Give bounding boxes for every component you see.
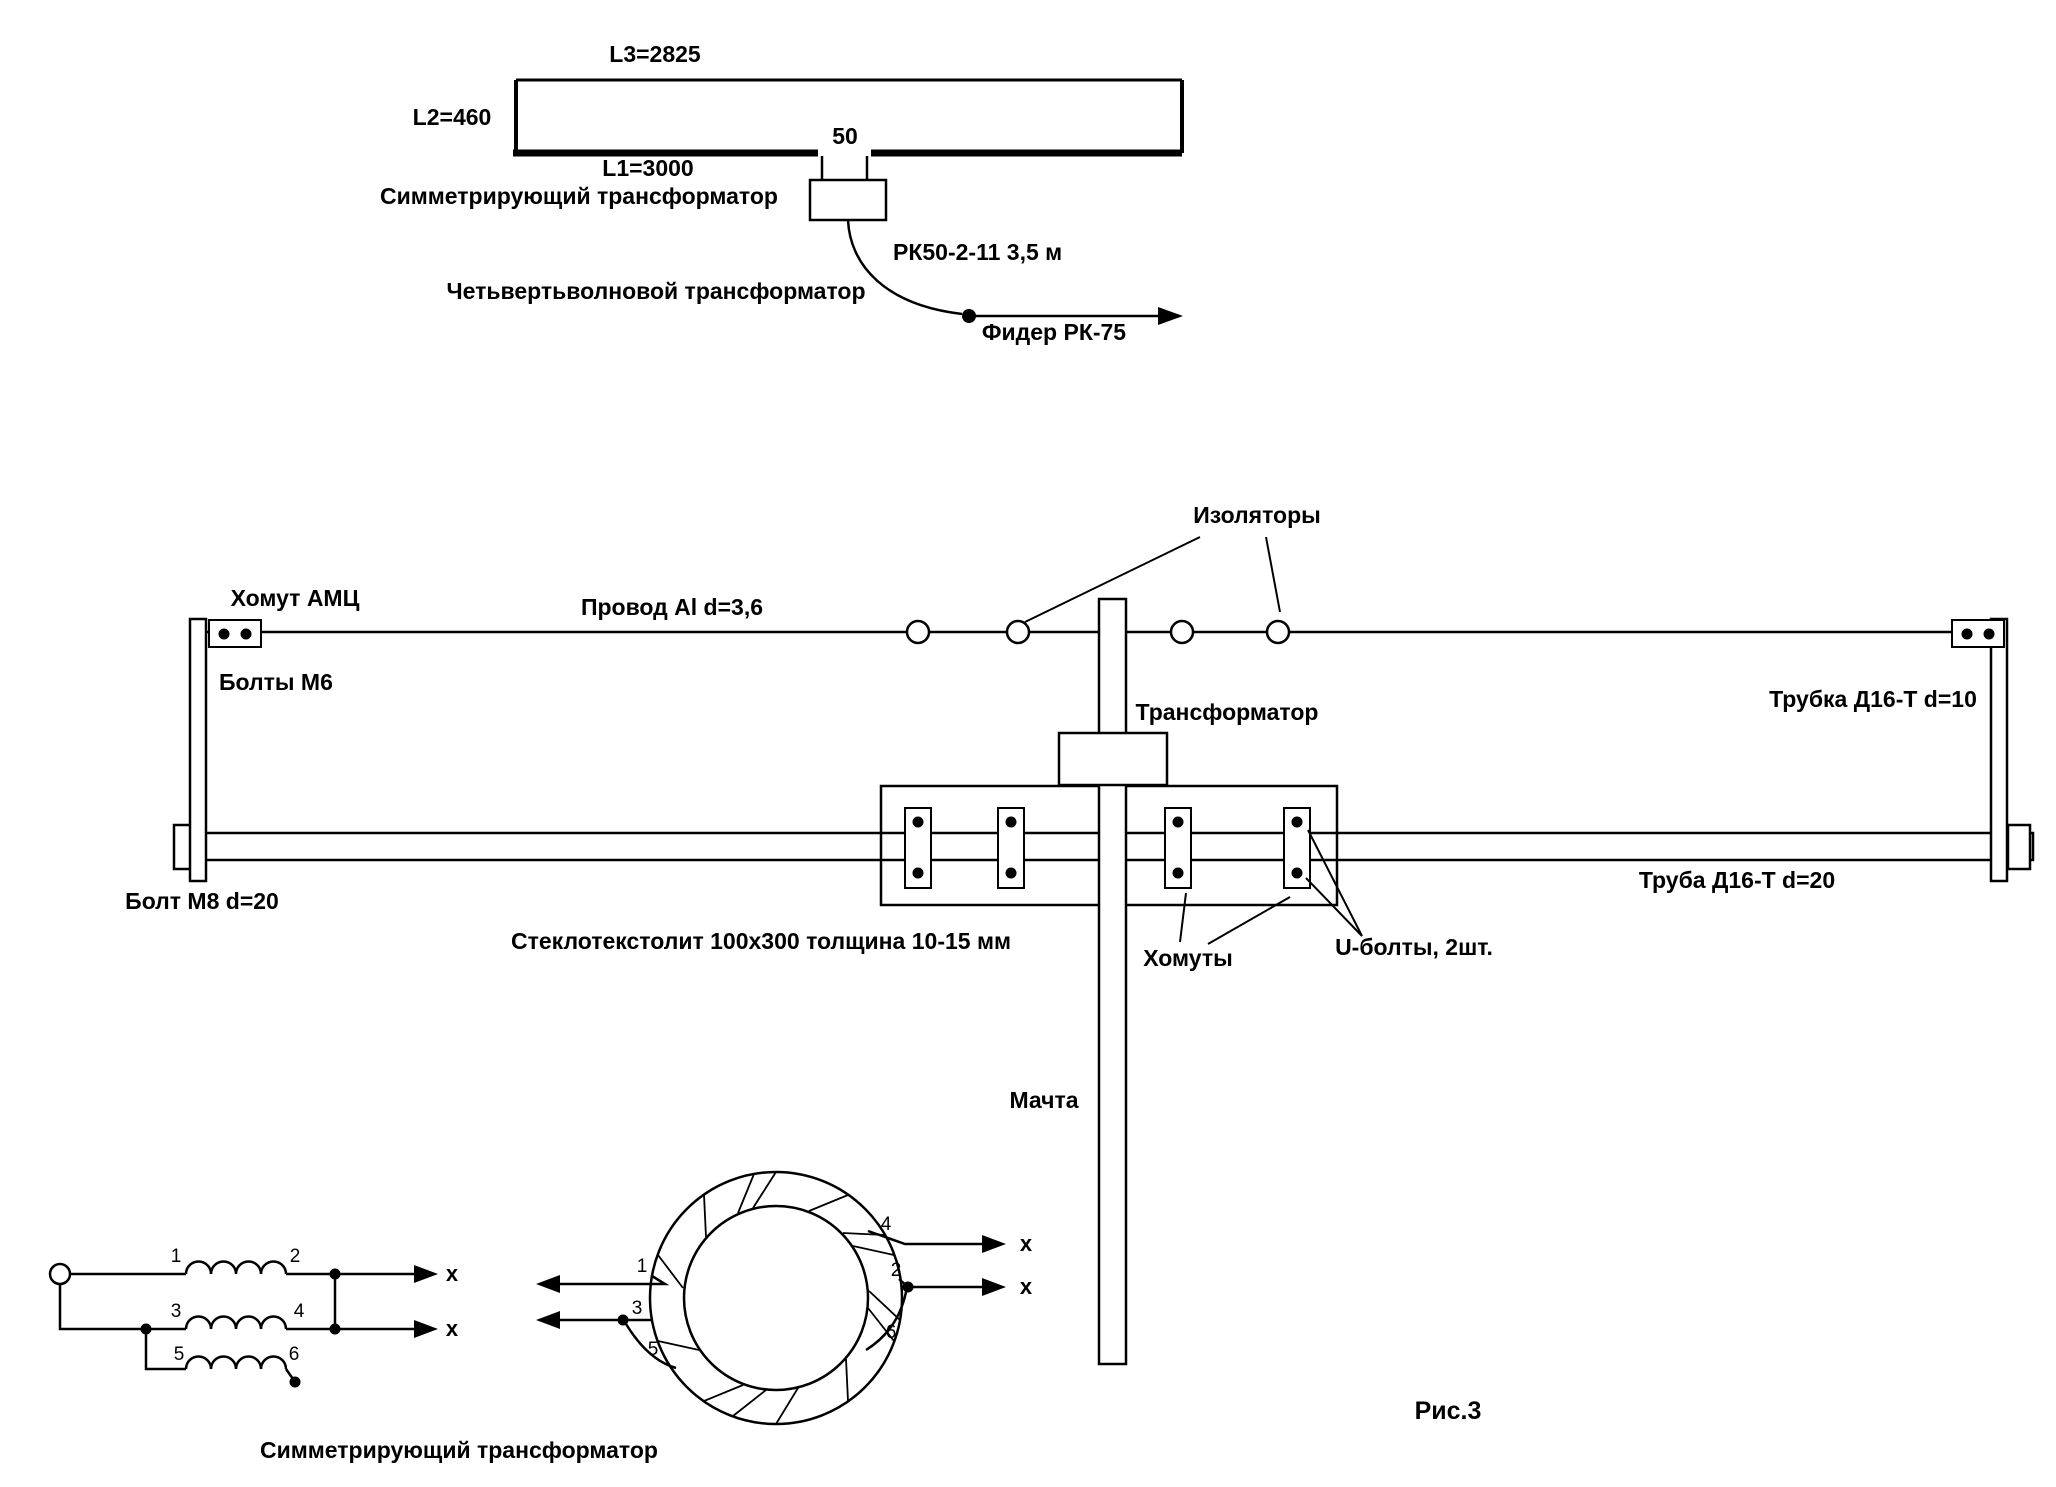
term6-tail <box>284 1368 295 1380</box>
toroid-output-x-1: x <box>1020 1231 1033 1256</box>
balun-circuit-schematic: 1 2 3 4 5 6 x x Симметрирующий трансформ… <box>48 1246 658 1463</box>
dim-l1: L1=3000 <box>602 155 693 181</box>
insulator-pointer-1 <box>1024 536 1201 623</box>
bolts-m6-label: Болты М6 <box>219 669 333 695</box>
arrowhead <box>536 1311 560 1329</box>
feeder-arrowhead <box>1158 307 1183 325</box>
coax-curve <box>846 219 963 316</box>
terminal-4: 4 <box>294 1301 305 1322</box>
arrowhead <box>414 1265 438 1283</box>
m6-bolt-dot <box>1983 628 1995 640</box>
u-bolt-dot <box>912 867 924 879</box>
insulator-icon <box>1169 619 1195 645</box>
ubolt-pointer-2 <box>1307 829 1363 937</box>
u-bolt-dot <box>1005 816 1017 828</box>
output-x-1: x <box>446 1261 459 1286</box>
input-drop <box>58 1284 146 1331</box>
toroid-terminal-3: 3 <box>632 1298 643 1319</box>
transformer-box <box>1057 731 1169 787</box>
balun-caption: Симметрирующий трансформатор <box>260 1437 658 1463</box>
left-amc-clamp <box>208 619 262 648</box>
u-bolts-label: U-болты, 2шт. <box>1335 934 1493 960</box>
left-vert <box>144 1329 186 1371</box>
cable-label: РК50-2-11 3,5 м <box>893 239 1062 265</box>
m6-bolt-dot <box>240 628 252 640</box>
u-bolt-dot <box>1291 867 1303 879</box>
clamps-label: Хомуты <box>1143 945 1232 971</box>
lead-6 <box>865 1291 908 1352</box>
mast-label: Мачта <box>1009 1087 1078 1113</box>
terminal-3: 3 <box>171 1301 182 1322</box>
clamps-pointer-1 <box>1179 892 1187 943</box>
plate-label: Стеклотекстолит 100х300 толщина 10-15 мм <box>511 928 1011 954</box>
output-x-2: x <box>446 1316 459 1341</box>
figure-caption: Рис.3 <box>1415 1397 1482 1425</box>
u-bolt-dot <box>1291 816 1303 828</box>
terminal-dot <box>289 1376 301 1388</box>
toroid-terminal-6: 6 <box>886 1322 897 1343</box>
clamp-amc-label: Хомут АМЦ <box>231 585 360 611</box>
terminal-6: 6 <box>289 1344 300 1365</box>
toroid-winding-marks <box>657 1171 901 1425</box>
clamp-plates <box>904 807 1311 889</box>
input-terminal <box>48 1262 72 1286</box>
toroid-inner <box>682 1204 870 1392</box>
toroid-terminal-4: 4 <box>881 1214 892 1235</box>
arrowhead <box>536 1275 560 1293</box>
toroid-output-x-2: x <box>1020 1274 1033 1299</box>
toroid-terminal-2: 2 <box>891 1260 902 1281</box>
toroid-terminal-1: 1 <box>637 1256 648 1277</box>
lead-1 <box>560 1274 670 1286</box>
winding-3 <box>184 1355 288 1370</box>
insulator-icon <box>1265 619 1291 645</box>
terminal-5: 5 <box>174 1344 185 1365</box>
assembly-drawing: Изоляторы Хомут АМЦ Провод Al d=3,6 Болт… <box>125 502 2035 1366</box>
bolt-m8-label: Болт М8 d=20 <box>125 888 279 914</box>
winding-2 <box>184 1315 288 1330</box>
insulators <box>905 619 1291 645</box>
left-element-tube <box>188 617 208 883</box>
terminal-1: 1 <box>171 1246 182 1267</box>
m6-bolt-dot <box>1961 628 1973 640</box>
balun-label: Симметрирующий трансформатор <box>380 183 778 209</box>
junction-dot <box>902 1281 914 1293</box>
junction-dot <box>617 1314 629 1326</box>
lead-4 <box>867 1229 982 1246</box>
balun-box <box>808 178 888 222</box>
arrowhead <box>982 1278 1006 1296</box>
ubolt-pointer-1 <box>1305 877 1363 937</box>
toroid-terminal-5: 5 <box>648 1339 659 1360</box>
terminal-2: 2 <box>290 1246 301 1267</box>
tube-d10-label: Трубка Д16-Т d=10 <box>1769 686 1977 712</box>
wire-label: Провод Al d=3,6 <box>581 594 763 620</box>
u-bolt-dot <box>1172 816 1184 828</box>
insulator-icon <box>1005 619 1031 645</box>
transformer-label: Трансформатор <box>1136 699 1319 725</box>
quarter-wave-label: Четьвертьволновой трансформатор <box>446 278 865 304</box>
toroid-transformer-drawing: 4 2 6 1 3 5 x x <box>536 1170 1033 1426</box>
folded-dipole-schematic: L3=2825 L2=460 50 L1=3000 Симметрирующий… <box>380 41 1184 345</box>
u-bolt-dot <box>1172 867 1184 879</box>
clamps-pointer-2 <box>1207 896 1291 945</box>
arrowhead <box>414 1320 438 1338</box>
mast <box>1097 597 1128 1366</box>
feed-impedance: 50 <box>832 123 858 149</box>
pipe-d20-label: Труба Д16-Т d=20 <box>1639 867 1835 893</box>
feeder-label: Фидер РК-75 <box>982 319 1126 345</box>
insulator-icon <box>905 619 931 645</box>
winding-1 <box>184 1260 288 1275</box>
right-amc-clamp <box>1951 619 2005 648</box>
dim-l3: L3=2825 <box>609 41 701 67</box>
m6-bolt-dot <box>218 628 230 640</box>
right-element-tube <box>1989 617 2009 883</box>
boom-endcap-right <box>2006 823 2032 871</box>
insulator-pointer-2 <box>1265 536 1281 613</box>
arrowhead <box>982 1235 1006 1253</box>
dim-l2: L2=460 <box>413 104 492 130</box>
u-bolt-dot <box>1005 867 1017 879</box>
lead-5 <box>624 1323 677 1370</box>
u-bolt-dot <box>912 816 924 828</box>
insulators-label: Изоляторы <box>1193 502 1321 528</box>
